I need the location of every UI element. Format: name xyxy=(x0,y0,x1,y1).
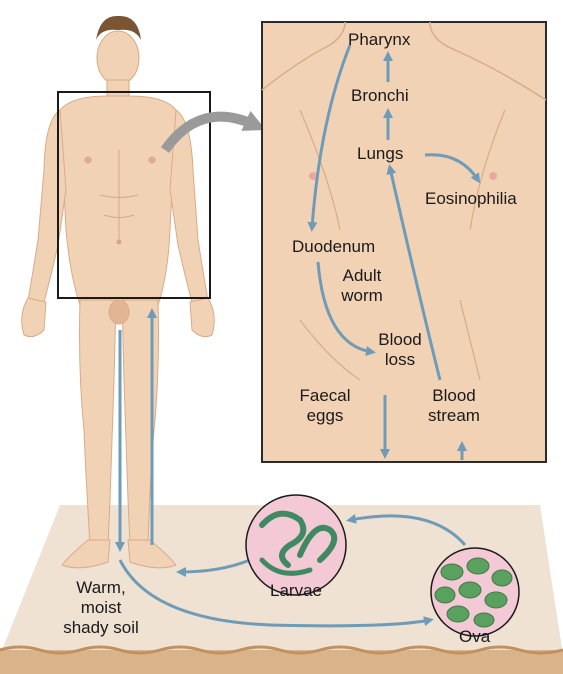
label-duodenum: Duodenum xyxy=(292,237,375,257)
label-larvae: Larvae xyxy=(270,581,322,601)
label-bronchi: Bronchi xyxy=(351,86,409,106)
label-eosinophilia: Eosinophilia xyxy=(425,189,517,209)
label-ova: Ova xyxy=(459,627,490,647)
label-faecal-eggs-line2: eggs xyxy=(294,406,356,426)
label-soil: Warm, moist shady soil xyxy=(56,578,146,638)
label-blood-loss-line1: Blood xyxy=(374,330,426,350)
label-faecal-eggs-line1: Faecal xyxy=(294,386,356,406)
larvae-illustration xyxy=(246,495,346,595)
label-pharynx: Pharynx xyxy=(348,30,410,50)
label-lungs: Lungs xyxy=(357,144,403,164)
label-blood-stream-line2: stream xyxy=(420,406,488,426)
label-faecal-eggs: Faecal eggs xyxy=(294,386,356,426)
label-blood-stream: Blood stream xyxy=(420,386,488,426)
label-adult-worm: Adult worm xyxy=(334,266,390,306)
label-soil-line3: shady soil xyxy=(56,618,146,638)
label-adult-worm-line1: Adult xyxy=(334,266,390,286)
label-blood-stream-line1: Blood xyxy=(420,386,488,406)
label-soil-line1: Warm, xyxy=(56,578,146,598)
label-blood-loss: Blood loss xyxy=(374,330,426,370)
human-figure xyxy=(22,16,215,568)
ova-illustration xyxy=(431,548,519,636)
label-adult-worm-line2: worm xyxy=(334,286,390,306)
label-soil-line2: moist xyxy=(56,598,146,618)
label-blood-loss-line2: loss xyxy=(374,350,426,370)
